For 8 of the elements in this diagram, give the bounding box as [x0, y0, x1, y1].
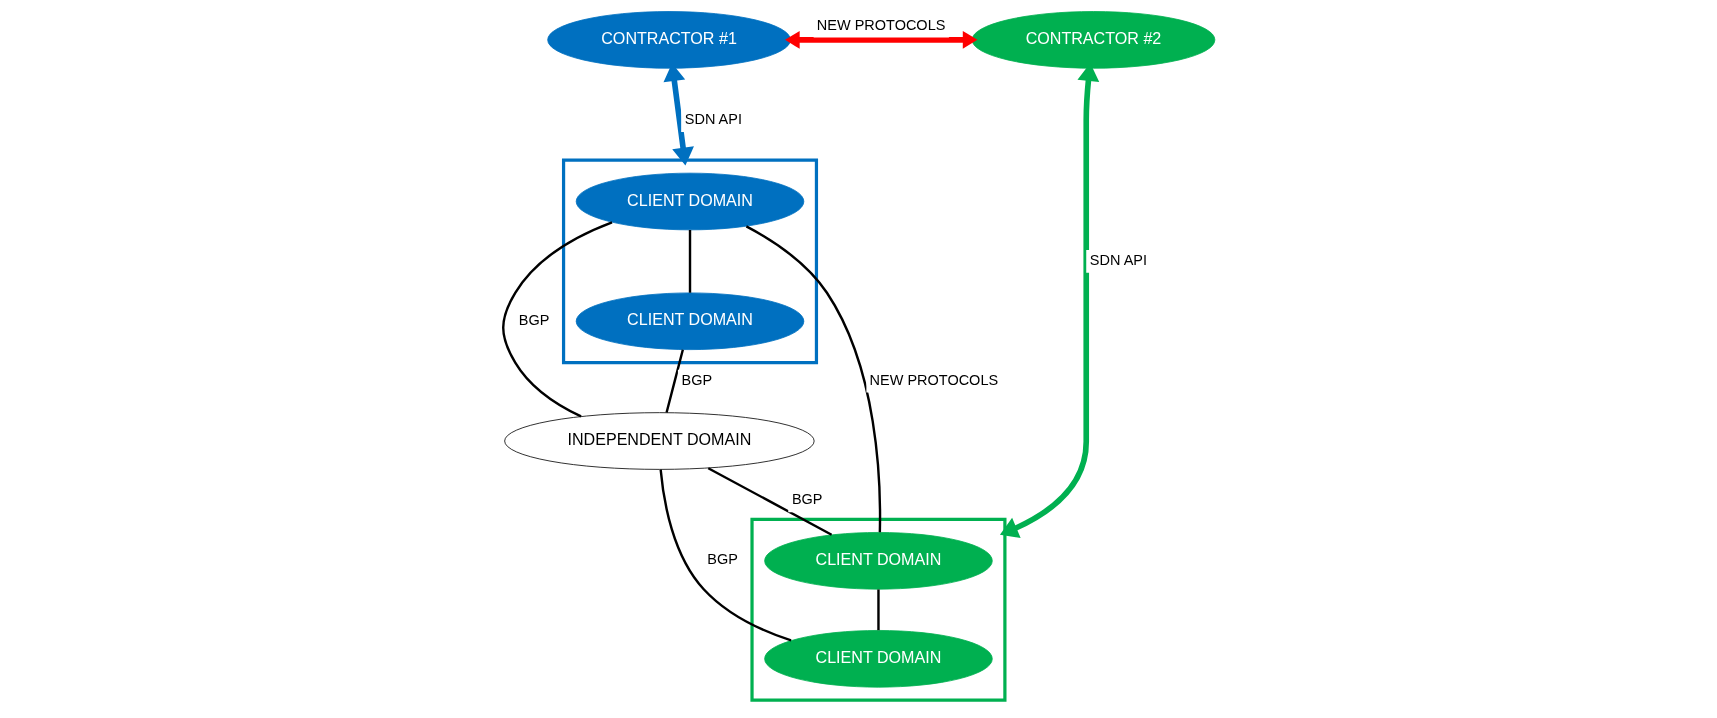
edge-label: SDN API [684, 111, 742, 128]
edge-label: NEW PROTOCOLS [816, 16, 945, 33]
edge-label: BGP [706, 551, 738, 568]
edge-label: NEW PROTOCOLS [869, 371, 998, 388]
edge-label: BGP [681, 371, 712, 388]
edge-label: BGP [791, 491, 822, 508]
edge-label: SDN API [1089, 251, 1147, 268]
edge-label: BGP [518, 311, 549, 328]
